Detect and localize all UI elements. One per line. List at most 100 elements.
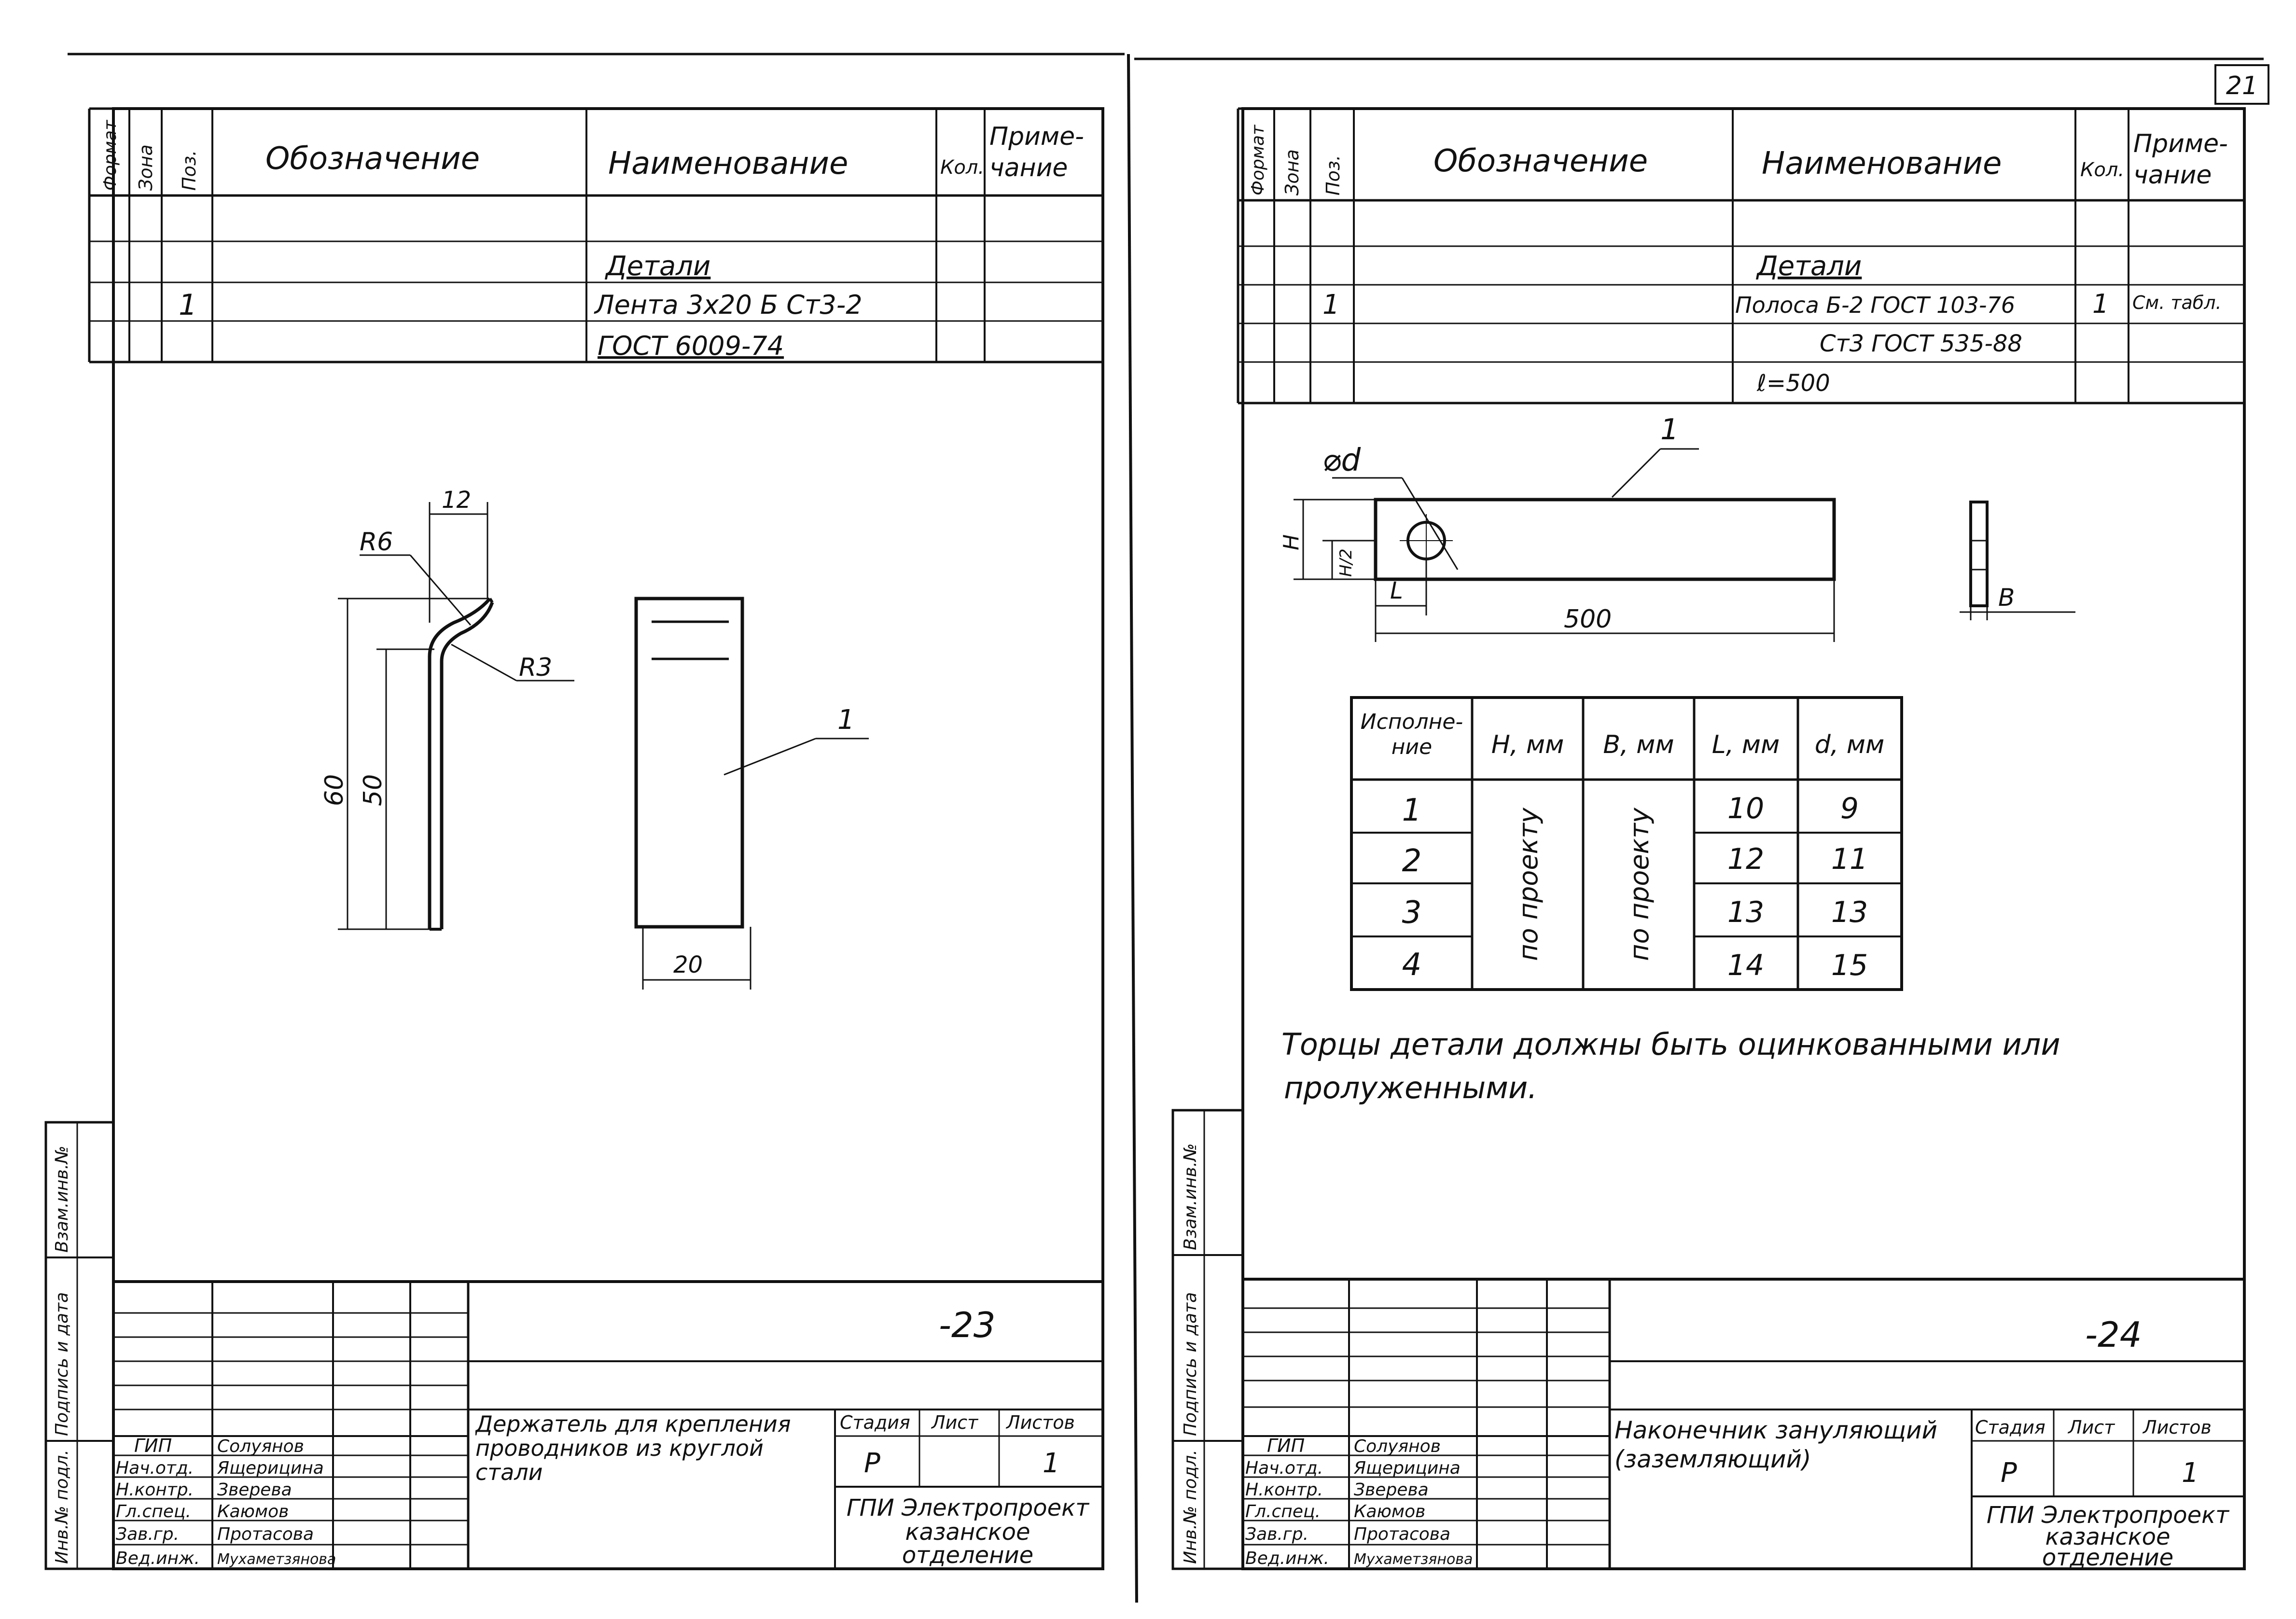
- header-note-2: чание: [989, 154, 1068, 182]
- dim-height: H: [1279, 534, 1304, 550]
- spec-name-2: Ст3 ГОСТ 535-88: [1820, 330, 2022, 357]
- header-qty: Кол.: [2080, 159, 2124, 181]
- drawing-title-1: Наконечник зануляющий: [1614, 1416, 1937, 1444]
- spec-section: Детали: [1755, 251, 1862, 282]
- d-value-1: 9: [1840, 792, 1859, 825]
- name-5: Мухаметзянова: [1354, 1551, 1473, 1568]
- variant-table: Исполне-ние H, мм B, мм L, мм d, мм 1 2 …: [1350, 696, 1903, 991]
- name-0: Солуянов: [1354, 1437, 1441, 1456]
- role-0: ГИП: [1267, 1435, 1305, 1456]
- coating-note-2: пролуженными.: [1284, 1070, 1537, 1105]
- header-designation: Обозначение: [1433, 143, 1648, 179]
- org-line-2: казанское: [905, 1519, 1030, 1546]
- header-zone: Зона: [135, 144, 156, 191]
- header-pos: Поз.: [179, 150, 200, 191]
- spec-name-1: Полоса Б-2 ГОСТ 103-76: [1735, 292, 2015, 318]
- header-l: L, мм: [1712, 730, 1780, 759]
- h-by-project: по проекту: [1513, 807, 1544, 961]
- header-pos: Поз.: [1322, 155, 1344, 195]
- header-note-1: Приме-: [989, 122, 1084, 151]
- dim-length: 500: [1564, 605, 1612, 634]
- dim-thickness: B: [1998, 584, 2015, 612]
- right-sheet: Формат Зона Поз. Обозначение Наименовани…: [1171, 107, 2246, 1571]
- role-1: Нач.отд.: [1245, 1458, 1323, 1478]
- role-3: Гл.спец.: [116, 1502, 191, 1521]
- variant-header: Исполне-ние: [1360, 710, 1463, 759]
- lug-side-view: B: [1960, 501, 2075, 620]
- stamp-sign-date: Подпись и дата: [1181, 1292, 1200, 1436]
- name-0: Солуянов: [217, 1437, 304, 1456]
- header-format: Формат: [1248, 125, 1268, 195]
- org-line-3: отделение: [902, 1542, 1033, 1569]
- holder-profile-outer: [428, 597, 491, 929]
- right-spec-table: Формат Зона Поз. Обозначение Наименовани…: [1237, 107, 2244, 405]
- spec-name-1: Лента 3х20 Б Ст3-2: [594, 290, 863, 320]
- dim-height-total: 60: [320, 774, 349, 806]
- dim-radius-1: R6: [360, 528, 393, 557]
- name-4: Протасова: [217, 1524, 314, 1544]
- spec-note: См. табл.: [2132, 292, 2222, 313]
- dim-offset: L: [1390, 577, 1403, 604]
- dim-radius-2: R3: [519, 653, 552, 682]
- role-4: Зав.гр.: [116, 1524, 179, 1544]
- left-frame: [112, 107, 1104, 1570]
- org-line-1: ГПИ Электропроект: [1987, 1502, 2230, 1529]
- variant-4: 4: [1402, 947, 1422, 983]
- sheets-value: 1: [1043, 1448, 1060, 1479]
- plate-callout: 1: [837, 704, 855, 736]
- org-line-3: отделение: [2042, 1544, 2173, 1571]
- header-d: d, мм: [1815, 730, 1885, 759]
- org-line-2: казанское: [2045, 1523, 2170, 1550]
- lug-front-view: ⌀d 1 H H/2 L 500: [1279, 413, 1836, 642]
- holder-front-view: 20 1: [634, 597, 869, 990]
- spec-name-2: ГОСТ 6009-74: [598, 331, 784, 361]
- l-value-3: 13: [1727, 895, 1764, 929]
- stamp-repl-inv: Взам.инв.№: [1181, 1143, 1200, 1250]
- header-name: Наименование: [608, 146, 848, 181]
- stamp-inv-orig: Инв.№ подл.: [1181, 1450, 1200, 1564]
- name-4: Протасова: [1354, 1524, 1450, 1544]
- stamp-inv-orig: Инв.№ подл.: [52, 1450, 72, 1564]
- title-text-box: Держатель для крепления проводников из к…: [475, 1412, 791, 1485]
- role-3: Гл.спец.: [1245, 1502, 1321, 1521]
- left-spec-table: Формат Зона Поз. Обозначение Наименовани…: [88, 107, 1103, 363]
- d-value-2: 11: [1831, 842, 1868, 876]
- right-title-block: -24 ГИП Нач.отд. Н.контр. Гл.спец. Зав.г…: [1243, 1278, 2244, 1571]
- holder-side-view: 60 50 12 R6 R3: [320, 487, 574, 931]
- header-designation: Обозначение: [265, 141, 480, 177]
- stage-label: Стадия: [840, 1412, 910, 1433]
- spec-section: Детали: [604, 251, 710, 282]
- name-1: Ящерицина: [1353, 1458, 1461, 1478]
- l-value-1: 10: [1727, 792, 1764, 825]
- role-5: Вед.инж.: [116, 1549, 200, 1568]
- l-value-4: 14: [1727, 949, 1764, 982]
- role-1: Нач.отд.: [116, 1458, 194, 1478]
- name-3: Каюмов: [1354, 1502, 1425, 1521]
- left-title-block: -23 ГИП Нач.отд. Н.контр. Гл.спец. Зав.г…: [113, 1280, 1103, 1569]
- strip-callout: 1: [1660, 413, 1679, 447]
- dim-diameter: ⌀d: [1322, 443, 1361, 478]
- d-value-4: 15: [1831, 949, 1868, 982]
- sheet-code: -23: [939, 1305, 996, 1345]
- name-3: Каюмов: [217, 1502, 289, 1521]
- variant-header-box: Исполне-ние: [1360, 710, 1463, 759]
- role-0: ГИП: [134, 1435, 172, 1456]
- role-5: Вед.инж.: [1245, 1549, 1329, 1568]
- stamp-repl-inv: Взам.инв.№: [52, 1145, 72, 1253]
- dim-width-plate: 20: [673, 951, 703, 978]
- sheets-label: Листов: [2142, 1417, 2212, 1438]
- role-4: Зав.гр.: [1245, 1524, 1308, 1544]
- drawing-title: Держатель для крепления проводников из к…: [475, 1412, 791, 1485]
- stamp-sign-date: Подпись и дата: [52, 1292, 72, 1436]
- org-line-1: ГПИ Электропроект: [847, 1494, 1090, 1521]
- header-note-1: Приме-: [2133, 129, 2228, 158]
- spec-name-3: ℓ=500: [1756, 370, 1830, 397]
- right-side-stamp: Взам.инв.№ Подпись и дата Инв.№ подл.: [1171, 1109, 1244, 1570]
- left-side-stamp: Взам.инв.№ Подпись и дата Инв.№ подл.: [44, 1121, 115, 1570]
- sheet-code: -24: [2085, 1314, 2142, 1355]
- variant-3: 3: [1402, 895, 1422, 931]
- spec-qty: 1: [2092, 289, 2109, 319]
- strip-outline: [1374, 498, 1836, 581]
- name-5: Мухаметзянова: [217, 1551, 336, 1568]
